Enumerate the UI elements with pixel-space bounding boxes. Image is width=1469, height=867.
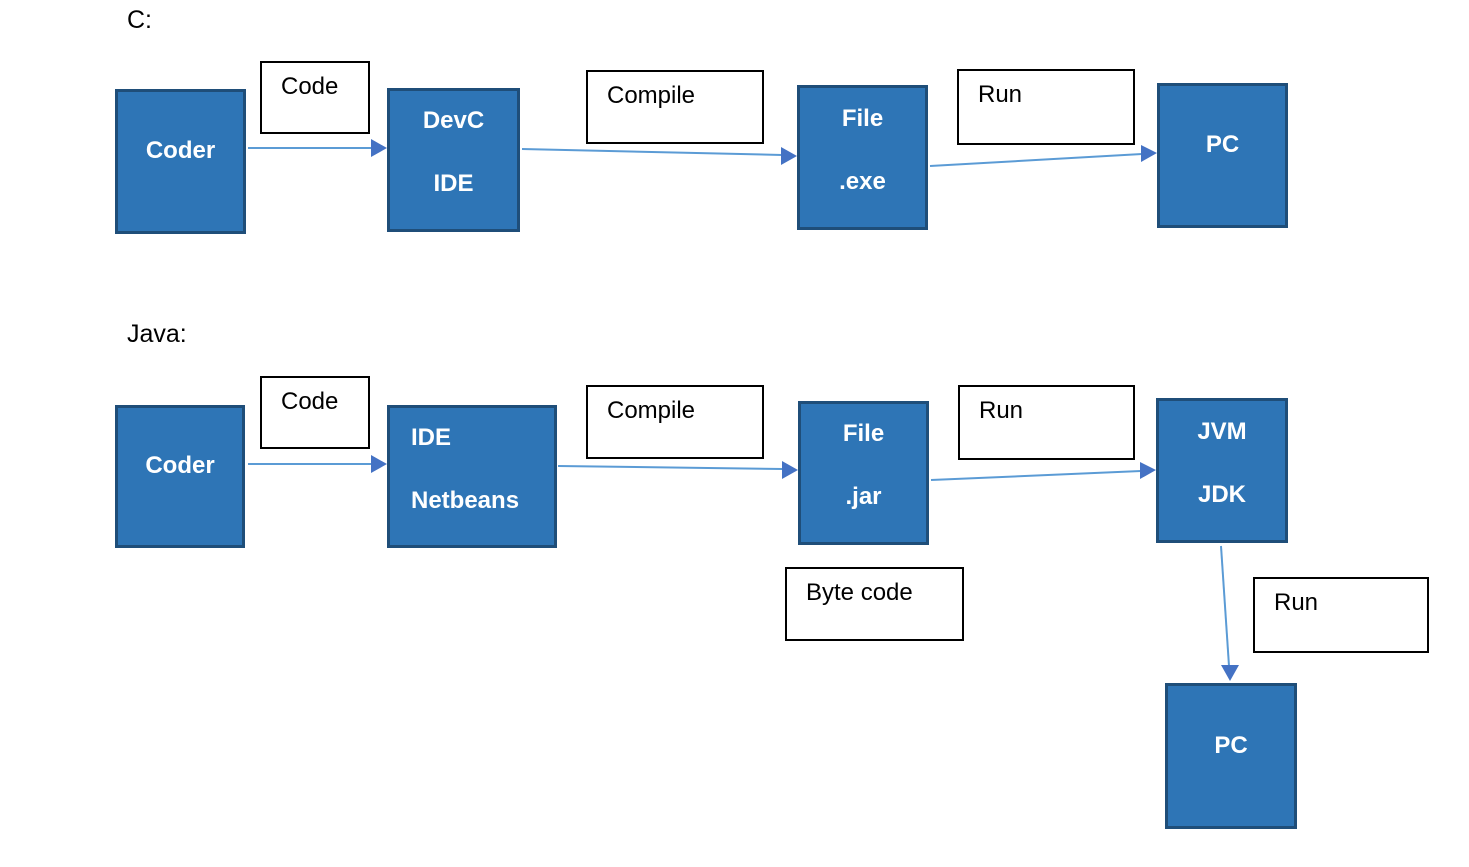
- node-java-file-jar: File .jar: [798, 401, 929, 545]
- arrow-coder-to-devc-head: [371, 139, 387, 157]
- node-java-ide-netbeans-line1: IDE: [411, 423, 452, 451]
- section-c-title: C:: [127, 6, 152, 34]
- node-c-file-exe-line1: File: [841, 104, 884, 132]
- node-java-file-jar-line1: File: [842, 420, 885, 448]
- label-java-run-text: Run: [979, 397, 1024, 424]
- label-java-code: Code: [260, 376, 370, 449]
- label-java-run: Run: [958, 385, 1135, 460]
- node-c-file-exe-line2: .exe: [839, 167, 886, 195]
- arrow-jar-to-jvm-line: [930, 470, 1142, 481]
- node-c-pc: PC: [1157, 83, 1288, 228]
- label-java-run2: Run: [1253, 577, 1429, 653]
- label-java-compile: Compile: [586, 385, 764, 459]
- node-c-devc-ide-line1: DevC: [422, 107, 485, 135]
- node-java-coder-label: Coder: [145, 452, 215, 480]
- node-java-coder: Coder: [115, 405, 245, 548]
- arrow-jvm-to-pc-head: [1221, 665, 1239, 681]
- node-c-devc-ide-line2: IDE: [433, 170, 474, 197]
- node-c-file-exe: File .exe: [797, 85, 928, 230]
- label-c-code-text: Code: [281, 73, 339, 100]
- section-java-title: Java:: [127, 320, 187, 348]
- arrow-exe-to-pc-line: [929, 153, 1143, 167]
- node-java-ide-netbeans: IDE Netbeans: [387, 405, 557, 548]
- node-c-devc-ide: DevC IDE: [387, 88, 520, 232]
- node-c-pc-label: PC: [1205, 131, 1240, 159]
- label-c-run: Run: [957, 69, 1135, 145]
- node-java-pc-label: PC: [1214, 731, 1248, 759]
- label-java-compile-text: Compile: [607, 397, 696, 424]
- node-java-pc: PC: [1165, 683, 1297, 829]
- arrow-netbeans-to-jar-head: [782, 461, 798, 479]
- label-c-run-text: Run: [978, 81, 1023, 108]
- label-java-run2-text: Run: [1274, 589, 1319, 616]
- label-c-code: Code: [260, 61, 370, 134]
- arrow-jvm-to-pc-line: [1220, 545, 1230, 667]
- label-c-compile-text: Compile: [607, 82, 696, 109]
- node-c-coder-label: Coder: [145, 137, 216, 165]
- label-c-compile: Compile: [586, 70, 764, 144]
- node-java-jvm-jdk-line1: JVM: [1197, 417, 1247, 445]
- arrow-jar-to-jvm-head: [1140, 462, 1156, 479]
- label-java-code-text: Code: [281, 388, 339, 415]
- arrow-devc-to-exe-head: [781, 147, 797, 165]
- arrow-netbeans-to-jar-line: [557, 465, 784, 470]
- node-java-jvm-jdk-line2: JDK: [1197, 480, 1246, 508]
- arrow-exe-to-pc-head: [1141, 145, 1157, 162]
- label-java-byte-code-text: Byte code: [806, 579, 913, 606]
- arrow-coder-to-netbeans-head: [371, 455, 387, 473]
- node-java-file-jar-line2: .jar: [845, 483, 882, 510]
- node-java-jvm-jdk: JVM JDK: [1156, 398, 1288, 543]
- label-java-byte-code: Byte code: [785, 567, 964, 641]
- node-java-ide-netbeans-line2: Netbeans: [411, 486, 520, 514]
- arrow-devc-to-exe-line: [521, 148, 783, 156]
- node-c-coder: Coder: [115, 89, 246, 234]
